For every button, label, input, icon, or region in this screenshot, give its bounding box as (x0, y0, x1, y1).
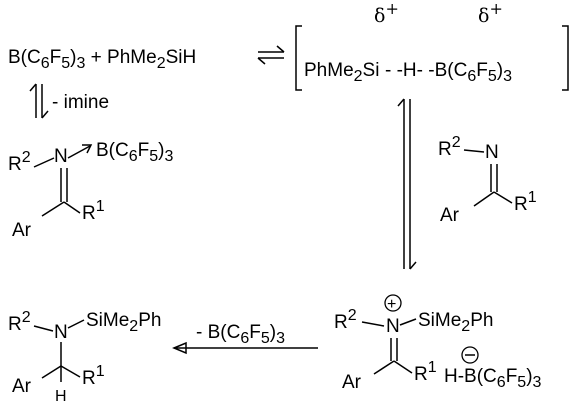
equilibrium-arrow-right (397, 98, 417, 270)
svg-text:Ar: Ar (342, 372, 362, 393)
svg-text:SiMe2Ph: SiMe2Ph (86, 310, 161, 335)
svg-text:Ar: Ar (440, 205, 460, 226)
reactants: B(C6F5)3 + PhMe2SiH (8, 47, 196, 72)
svg-text:B(C6F5)3 + PhMe2SiH: B(C6F5)3 + PhMe2SiH (8, 47, 196, 72)
silylamine-product: R2 N SiMe2Ph Ar R1 H (8, 309, 161, 402)
imine-borane-adduct: R2 N B(C6F5)3 Ar R1 (8, 140, 173, 241)
svg-text:R1: R1 (82, 198, 105, 224)
svg-text:R1: R1 (514, 189, 537, 215)
minus-borane-label: - B(C6F5)3 (196, 322, 285, 347)
svg-text:N: N (54, 146, 68, 167)
silyliminium-ion-pair: R2 + N SiMe2Ph Ar R1 H-B(C6F5)3 (334, 294, 542, 393)
svg-text:PhMe2Si: PhMe2Si (304, 60, 379, 85)
silane-borane-complex: PhMe2Si - -H- -B(C6F5)3 δ+ δ+ (295, 0, 569, 91)
reaction-arrow-final (172, 341, 318, 355)
svg-text:+: + (387, 296, 396, 313)
imine: R2 N Ar R1 (438, 134, 537, 226)
svg-text:H-B(C6F5)3: H-B(C6F5)3 (444, 366, 542, 391)
svg-text:N: N (54, 322, 68, 343)
svg-text:R2: R2 (334, 307, 357, 333)
svg-text:R1: R1 (82, 363, 105, 389)
svg-text:B(C6F5)3: B(C6F5)3 (96, 140, 173, 165)
negative-charge-icon (461, 346, 479, 364)
equilibrium-arrow-left (29, 83, 49, 119)
svg-text:N: N (386, 316, 400, 337)
delta-plus-b: δ+ (478, 0, 503, 27)
svg-text:R2: R2 (8, 149, 31, 175)
svg-text:SiMe2Ph: SiMe2Ph (418, 310, 493, 335)
svg-text:R2: R2 (438, 134, 461, 160)
minus-imine-label: - imine (52, 92, 109, 113)
svg-text:H: H (55, 388, 67, 402)
positive-charge-icon (384, 294, 402, 312)
svg-text:- -H- -B(C6F5)3: - -H- -B(C6F5)3 (385, 60, 512, 85)
svg-text:Ar: Ar (12, 376, 32, 397)
svg-text:R2: R2 (8, 309, 31, 335)
delta-plus-si: δ+ (374, 0, 399, 27)
right-bracket (562, 25, 569, 91)
svg-text:Ar: Ar (12, 220, 32, 241)
svg-text:R1: R1 (414, 359, 437, 385)
left-bracket (295, 25, 302, 91)
equilibrium-arrow-top (257, 45, 285, 65)
svg-text:N: N (485, 142, 499, 163)
